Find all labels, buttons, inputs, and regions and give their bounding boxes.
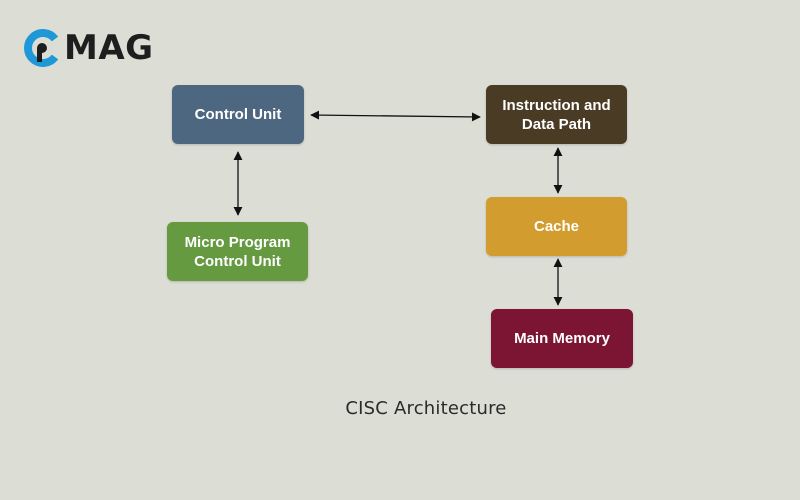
- main-memory-block: Main Memory: [491, 309, 633, 368]
- main-memory-label: Main Memory: [514, 330, 610, 347]
- micro-program-control-unit-label: Micro Program Control Unit: [184, 233, 291, 270]
- cmag-logo: MAG: [22, 26, 154, 70]
- cmag-c-icon: [24, 29, 59, 67]
- logo-text: MAG: [64, 28, 154, 68]
- diagram-caption: CISC Architecture: [345, 398, 507, 419]
- cache-block: Cache: [486, 197, 627, 256]
- control-unit-block: Control Unit: [172, 85, 304, 144]
- instruction-data-path-block: Instruction and Data Path: [486, 85, 627, 144]
- instruction-data-path-label: Instruction and Data Path: [502, 96, 611, 133]
- micro-program-control-unit-block: Micro Program Control Unit: [167, 222, 308, 281]
- cache-label: Cache: [533, 218, 580, 235]
- control-unit-label: Control Unit: [194, 106, 282, 123]
- connector-control-to-datapath: [310, 110, 481, 122]
